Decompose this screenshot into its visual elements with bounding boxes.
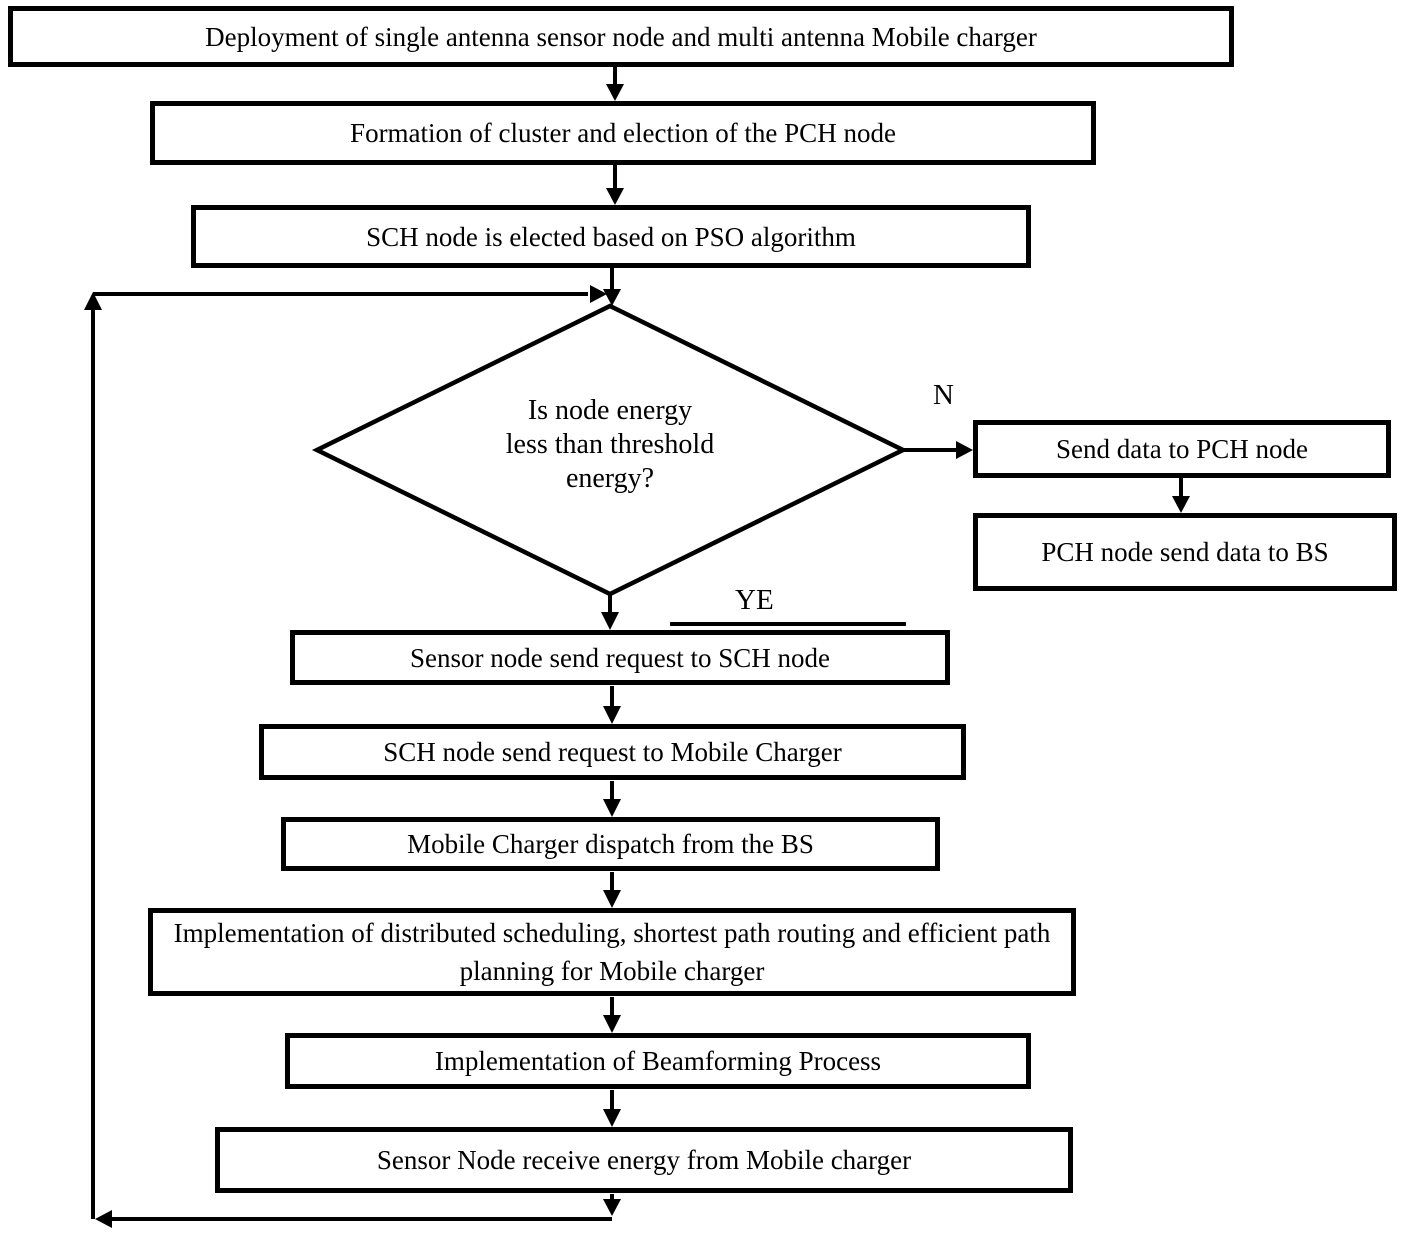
arrow-receive-to-feedback	[603, 1194, 621, 1216]
node-sensor-request-label: Sensor node send request to SCH node	[410, 642, 830, 673]
node-sensor-request: Sensor node send request to SCH node	[290, 630, 950, 685]
feedback-line-bottom	[95, 1210, 612, 1228]
decision-text-line3: energy?	[565, 463, 655, 494]
node-cluster-formation-label: Formation of cluster and election of the…	[350, 118, 896, 148]
node-deployment: Deployment of single antenna sensor node…	[8, 6, 1234, 67]
node-sch-request-label: SCH node send request to Mobile Charger	[383, 737, 842, 767]
node-beamforming-label: Implementation of Beamforming Process	[434, 1046, 882, 1076]
branch-label-yes: YE	[735, 584, 774, 616]
decision-text-line1: Is node energy	[527, 395, 693, 426]
branch-label-no: N	[933, 379, 954, 411]
arrow-implement-to-beamform	[603, 997, 621, 1033]
node-send-data-pch-label: Send data to PCH node	[1056, 434, 1308, 464]
node-sch-election: SCH node is elected based on PSO algorit…	[191, 205, 1031, 268]
node-pch-to-bs-label: PCH node send data to BS	[1041, 537, 1329, 567]
node-scheduling-implementation: Implementation of distributed scheduling…	[148, 908, 1076, 996]
arrow-beamform-to-receive	[603, 1090, 621, 1127]
arrow-sch-to-decision	[603, 268, 621, 306]
feedback-line-top	[93, 285, 607, 303]
node-deployment-label: Deployment of single antenna sensor node…	[205, 21, 1037, 52]
arrow-dispatch-to-implement	[603, 872, 621, 908]
node-send-data-pch: Send data to PCH node	[973, 420, 1391, 478]
node-charger-dispatch-label: Mobile Charger dispatch from the BS	[407, 829, 814, 859]
node-pch-to-bs: PCH node send data to BS	[973, 513, 1397, 591]
decision-text-line2: less than threshold	[505, 429, 715, 460]
feedback-line-left	[84, 292, 102, 1219]
node-receive-energy-label: Sensor Node receive energy from Mobile c…	[376, 1145, 912, 1175]
arrow-sendpch-to-pchbs	[1172, 476, 1190, 513]
node-scheduling-implementation-label: Implementation of distributed scheduling…	[173, 918, 1051, 986]
node-sch-election-label: SCH node is elected based on PSO algorit…	[366, 221, 856, 252]
node-beamforming: Implementation of Beamforming Process	[285, 1033, 1031, 1089]
arrow-schreq-to-dispatch	[603, 781, 621, 817]
arrow-sensorreq-to-schreq	[603, 686, 621, 724]
node-charger-dispatch: Mobile Charger dispatch from the BS	[281, 817, 940, 871]
arrow-decision-yes	[601, 594, 619, 630]
node-cluster-formation: Formation of cluster and election of the…	[150, 101, 1096, 165]
arrow-formation-to-sch	[606, 165, 624, 205]
decision-text: Is node energy less than threshold energ…	[445, 394, 775, 496]
arrow-decision-no	[903, 441, 973, 459]
node-sch-request: SCH node send request to Mobile Charger	[259, 724, 966, 780]
arrow-deploy-to-formation	[606, 67, 624, 101]
node-receive-energy: Sensor Node receive energy from Mobile c…	[215, 1127, 1073, 1193]
